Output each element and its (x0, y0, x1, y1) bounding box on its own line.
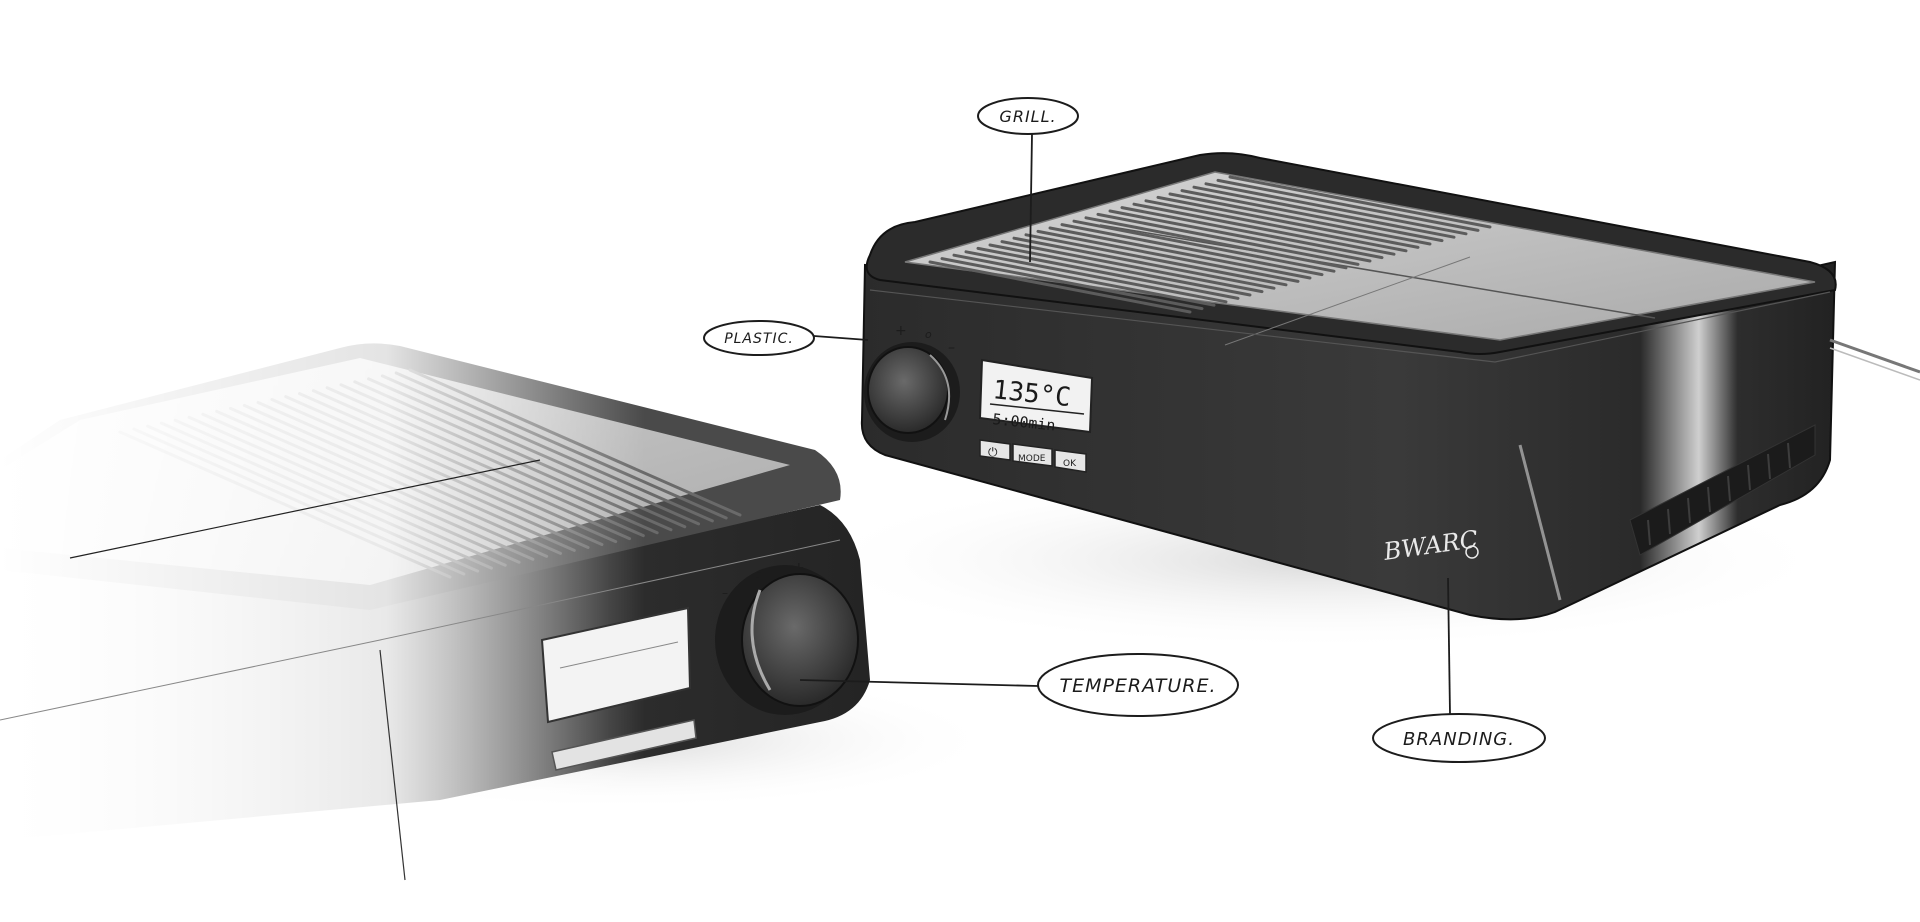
grill-ridge (976, 246, 1240, 300)
grill-ridge (1168, 192, 1432, 246)
callout-plastic-label: PLASTIC. (724, 331, 794, 347)
grill-ridge (1060, 223, 1324, 277)
vent-slots (1647, 442, 1791, 546)
grill-ridge (1048, 226, 1312, 280)
grill-ridge (1096, 212, 1360, 266)
ok-button[interactable]: OK (1054, 449, 1087, 473)
body-highlight (1518, 444, 1562, 601)
brand-registered-icon (1465, 545, 1479, 559)
grill-ridge (1084, 216, 1348, 270)
grill-ridge (1072, 219, 1336, 273)
grill-ridge (1180, 189, 1444, 243)
callout-temperature: TEMPERATURE. (799, 653, 1239, 717)
grill-ridge (1228, 175, 1492, 229)
callout-branding: BRANDING. (1372, 577, 1546, 763)
grill-ridge (988, 243, 1252, 297)
grill-ridge (1156, 195, 1420, 249)
grill-ridge (1012, 236, 1276, 290)
callout-grill-label: GRILL. (999, 107, 1056, 126)
grill-device-left: – o + (0, 330, 1000, 881)
button-row-left[interactable] (551, 719, 697, 771)
dial-zero-label-left: o (755, 568, 763, 581)
grill-ridges (928, 175, 1492, 314)
power-cable (1829, 338, 1920, 374)
grill-ridge (940, 257, 1204, 311)
plate-divider (1099, 224, 1656, 319)
dial-minus-label-left: – (722, 586, 729, 600)
body-seam (869, 289, 1831, 363)
dial-minus-label: – (948, 340, 956, 356)
grill-ridge (1036, 229, 1300, 283)
grill-ridge (1216, 178, 1480, 232)
dial-plus-label: + (895, 323, 908, 339)
temperature-knob-right[interactable] (864, 342, 960, 442)
callout-plastic: PLASTIC. (703, 320, 869, 356)
callout-temperature-label: TEMPERATURE. (1059, 675, 1216, 697)
grill-ridge (1144, 199, 1408, 253)
grill-ridge (1192, 185, 1456, 239)
svg-text:⏻: ⏻ (988, 445, 998, 459)
svg-text:OK: OK (1063, 459, 1077, 469)
svg-text:MODE: MODE (1018, 454, 1046, 464)
mode-button[interactable]: MODE (1012, 443, 1053, 467)
grill-ridge (1204, 182, 1468, 236)
temperature-knob-left[interactable] (715, 565, 859, 715)
lcd-display-left (540, 606, 692, 724)
grill-ridge (952, 253, 1216, 307)
grill-ridge (1120, 206, 1384, 260)
callout-branding-label: BRANDING. (1403, 729, 1515, 750)
grill-ridge (1024, 233, 1288, 287)
lcd-display: 135°C 5:00min (978, 358, 1094, 435)
grill-ridge (928, 260, 1192, 314)
power-button[interactable]: ⏻ (979, 439, 1011, 461)
dial-plus-label-left: + (793, 560, 806, 576)
callout-grill: GRILL. (977, 97, 1079, 263)
grill-device-right: + o – 135°C 5:00min ⏻ MODE OK BWARC (800, 152, 1920, 650)
grill-ridge (1132, 202, 1396, 256)
grill-ridge (1108, 209, 1372, 263)
plate-divider-2 (1224, 256, 1471, 346)
grill-ridge (1000, 240, 1264, 294)
dial-zero-label: o (925, 328, 933, 341)
device-body-front (860, 260, 1837, 621)
grill-ridge (964, 250, 1228, 304)
